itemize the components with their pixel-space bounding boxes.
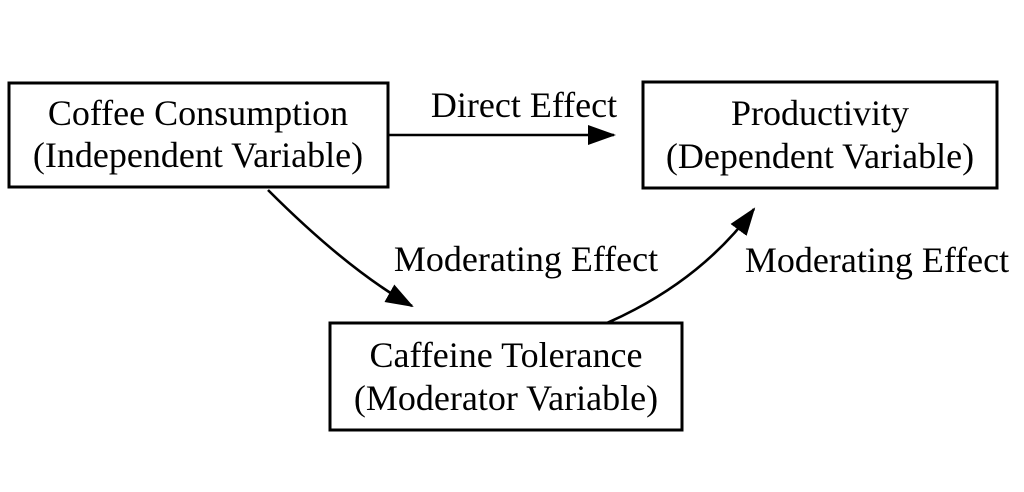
- dependent-variable-label-line1: Productivity: [731, 93, 909, 133]
- independent-variable-label-line2: (Independent Variable): [33, 135, 363, 175]
- moderating-effect-label-right: Moderating Effect: [745, 240, 1009, 280]
- moderator-variable-node: Caffeine Tolerance (Moderator Variable): [328, 321, 684, 432]
- direct-effect-label: Direct Effect: [431, 85, 617, 125]
- independent-variable-box: [7, 81, 390, 189]
- moderator-variable-label-line1: Caffeine Tolerance: [369, 335, 642, 375]
- moderator-variable-label-line2: (Moderator Variable): [354, 378, 658, 418]
- dependent-variable-label-line2: (Dependent Variable): [666, 136, 974, 176]
- moderating-effect-arrow-to-dependent: [606, 207, 756, 325]
- moderator-variable-box: [328, 321, 684, 432]
- independent-variable-node: Coffee Consumption (Independent Variable…: [7, 81, 390, 189]
- independent-variable-label-line1: Coffee Consumption: [48, 93, 348, 133]
- moderating-effect-label-left: Moderating Effect: [394, 239, 658, 279]
- dependent-variable-box: [641, 80, 999, 190]
- moderating-effect-arrow-to-moderator: [267, 189, 414, 308]
- dependent-variable-node: Productivity (Dependent Variable): [641, 80, 999, 190]
